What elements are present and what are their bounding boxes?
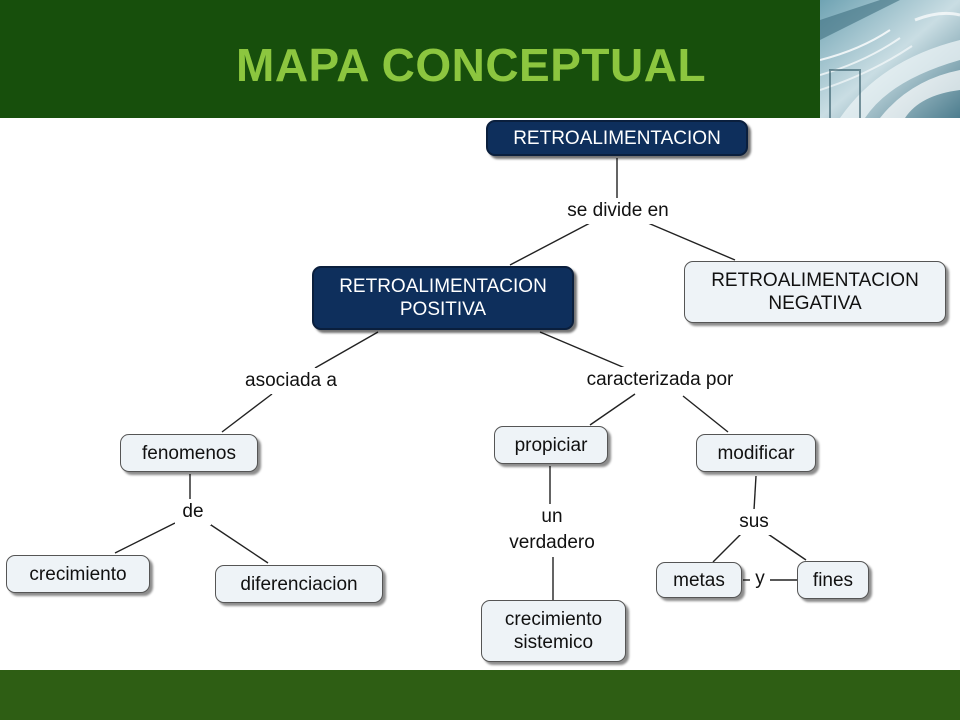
line-positiva-asociada (314, 331, 379, 369)
line-de-crecimiento (114, 522, 176, 554)
link-sus: sus (730, 509, 778, 535)
concept-crecimiento[interactable]: crecimiento (6, 555, 150, 593)
header-photo (820, 0, 960, 118)
line-positiva-caracterizada (539, 331, 626, 369)
line-modificar-sus (753, 475, 757, 511)
concept-retroalimentacion-negativa[interactable]: RETROALIMENTACION NEGATIVA (684, 261, 946, 323)
line-sus-metas (712, 533, 742, 563)
line-divide-negativa (647, 222, 736, 261)
link-se-divide-en: se divide en (548, 198, 688, 224)
link-y: y (750, 566, 770, 592)
link-caracterizada-por: caracterizada por (560, 367, 760, 393)
concept-fenomenos[interactable]: fenomenos (120, 434, 258, 472)
link-un-verdadero: un verdadero (492, 504, 612, 556)
concept-modificar[interactable]: modificar (696, 434, 816, 472)
link-de: de (175, 499, 211, 525)
concept-retroalimentacion[interactable]: RETROALIMENTACION (486, 120, 748, 156)
footer-bar (0, 670, 960, 720)
line-divide-positiva (509, 222, 591, 266)
page-title: MAPA CONCEPTUAL (236, 39, 707, 91)
line-de-diferenciacion (207, 522, 269, 564)
link-asociada-a: asociada a (228, 368, 354, 394)
line-sus-fines (767, 533, 807, 561)
concept-crecimiento-sistemico[interactable]: crecimiento sistemico (481, 600, 626, 662)
concept-diferenciacion[interactable]: diferenciacion (215, 565, 383, 603)
concept-retroalimentacion-positiva[interactable]: RETROALIMENTACION POSITIVA (312, 266, 574, 330)
concept-propiciar[interactable]: propiciar (494, 426, 608, 464)
line-caracterizada-modificar (682, 395, 729, 433)
fiber-optics-image (820, 0, 960, 118)
concept-fines[interactable]: fines (797, 561, 869, 599)
concept-metas[interactable]: metas (656, 562, 742, 598)
line-caracterizada-propiciar (589, 393, 636, 426)
header-bar: MAPA CONCEPTUAL (0, 0, 960, 118)
line-asociada-fenomenos (221, 393, 273, 433)
